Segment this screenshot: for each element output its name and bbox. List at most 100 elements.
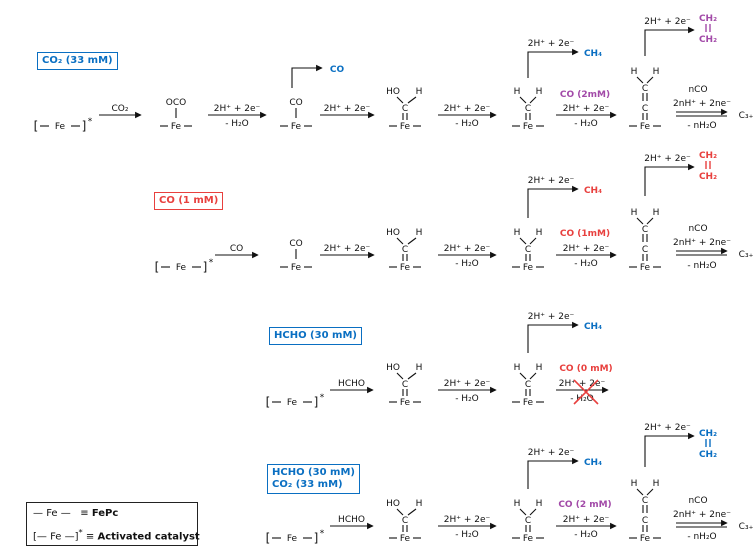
legend-fe-symbol-2: Fe xyxy=(50,531,62,543)
row1-ch2-fe: Fe xyxy=(523,122,534,132)
row2-step3-bottom-label: - H₂O xyxy=(455,259,479,269)
row1-step2-top-label: 2H⁺ + 2e⁻ xyxy=(214,104,261,114)
row4-hoch-bond-h xyxy=(407,508,417,516)
row2-nco: nCO xyxy=(688,224,707,234)
row4-step2-bottom-label: - H₂O xyxy=(455,530,479,540)
row3-ch4-product: CH₄ xyxy=(584,322,602,332)
row4-hoch-bond-ho xyxy=(396,508,404,516)
mixed-box-line2: CO₂ (33 mM) xyxy=(272,479,343,490)
row1-catalyst-star: * xyxy=(88,117,93,127)
row1-hoch-bond-h xyxy=(407,96,417,104)
row1-n-reduction: 2nH⁺ + 2ne⁻ xyxy=(673,99,731,109)
row2-step4-bottom-label: - H₂O xyxy=(574,259,598,269)
row2-vinyl-bond-h1 xyxy=(636,217,644,225)
row4-c2h4-branch xyxy=(644,432,695,467)
row2-fe-co-fe: Fe xyxy=(291,263,302,273)
row2-vinyl-h1: H xyxy=(631,208,638,218)
row2-ch2-h2: H xyxy=(536,228,543,238)
row2-hoch-fe: Fe xyxy=(400,263,411,273)
row1-ch2-bond-h1 xyxy=(519,96,527,104)
row4-catalyst-star: * xyxy=(320,529,325,539)
row4-step3-bottom-label: - H₂O xyxy=(574,530,598,540)
row2-ch4-branch xyxy=(527,185,579,218)
row3-ch4-branch-label: 2H⁺ + 2e⁻ xyxy=(528,312,575,322)
row2-step3-top-label: 2H⁺ + 2e⁻ xyxy=(444,244,491,254)
row4-catalyst-open-bracket: [ xyxy=(266,531,271,545)
row4-step1-top-label: HCHO xyxy=(338,515,365,525)
row1-nco: nCO xyxy=(688,85,707,95)
row3-ch2-bond-h2 xyxy=(529,372,537,380)
row2-n-reduction: 2nH⁺ + 2ne⁻ xyxy=(673,238,731,248)
row4-ch4-product: CH₄ xyxy=(584,458,602,468)
legend-fepc-row: — Fe — ≡ FePc xyxy=(33,508,119,519)
row1-catalyst-fe: Fe xyxy=(55,122,66,132)
row2-ch2-bond-h2 xyxy=(529,237,537,245)
row4-ethylene-ch2-bottom: CH₂ xyxy=(699,450,717,460)
row1-oco: OCO xyxy=(166,98,186,108)
row4-ch2-c: C xyxy=(525,516,531,526)
row2-c2h4-branch-label: 2H⁺ + 2e⁻ xyxy=(644,154,691,164)
row3-hoch-c: C xyxy=(402,380,408,390)
row2-ethylene-ch2-bottom: CH₂ xyxy=(699,172,717,182)
row1-co-condition: CO (2mM) xyxy=(560,90,610,100)
row3-hoch-bond-ho xyxy=(396,372,404,380)
row4-vinyl-h1: H xyxy=(631,479,638,489)
row2-vinyl-c1: C xyxy=(642,225,648,235)
row3-step2-bottom-label: - H₂O xyxy=(455,394,479,404)
row4-vinyl-h2: H xyxy=(653,479,660,489)
legend-activated-row: [— Fe —]* ≡ Activated catalyst xyxy=(33,527,200,543)
row4-vinyl-c2: C xyxy=(642,516,648,526)
row1-hoch-c: C xyxy=(402,104,408,114)
row3-hoch-fe: Fe xyxy=(400,398,411,408)
row1-vinyl-h2: H xyxy=(653,67,660,77)
row1-fe-co-fe: Fe xyxy=(291,122,302,132)
row4-vinyl-bond-h1 xyxy=(636,488,644,496)
row3-step3-top-label: 2H⁺ + 2e⁻ xyxy=(559,379,606,389)
row1-ch2-h2: H xyxy=(536,87,543,97)
row2-c2h4-branch xyxy=(644,163,695,196)
row2-vinyl-fe: Fe xyxy=(640,263,651,273)
row2-ch2-fe: Fe xyxy=(523,263,534,273)
row4-hoch-c: C xyxy=(402,516,408,526)
row1-ch2-c: C xyxy=(525,104,531,114)
row1-step4-bottom-label: - H₂O xyxy=(455,119,479,129)
row4-vinyl-c1: C xyxy=(642,496,648,506)
row3-catalyst-star: * xyxy=(320,393,325,403)
row1-ethylene-ch2-top: CH₂ xyxy=(699,14,717,24)
row1-step5-top-label: 2H⁺ + 2e⁻ xyxy=(563,104,610,114)
row2-ch4-product: CH₄ xyxy=(584,186,602,196)
row2-hoch-bond-ho xyxy=(396,237,404,245)
row1-hoch-ho: HO xyxy=(386,87,400,97)
mixed-box-line1: HCHO (30 mM) xyxy=(272,467,355,478)
row3-step2-top-label: 2H⁺ + 2e⁻ xyxy=(444,379,491,389)
row4-ch4-branch-label: 2H⁺ + 2e⁻ xyxy=(528,448,575,458)
row4-ch2-bond-h2 xyxy=(529,508,537,516)
row3-ch2-h1: H xyxy=(514,363,521,373)
row2-step1-top-label: CO xyxy=(230,244,243,254)
row3-ch2-h2: H xyxy=(536,363,543,373)
row3-ch2-fe: Fe xyxy=(523,398,534,408)
row4-hoch-ho: HO xyxy=(386,499,400,509)
row4-nco: nCO xyxy=(688,496,707,506)
row4-step3-top-label: 2H⁺ + 2e⁻ xyxy=(563,515,610,525)
row4-hoch-h: H xyxy=(416,499,423,509)
row1-step1-top-label: CO₂ xyxy=(112,104,129,114)
hcho-condition-box: HCHO (30 mM) xyxy=(269,327,362,345)
row3-step3-bottom-label: - H₂O xyxy=(570,394,594,404)
row2-vinyl-c2: C xyxy=(642,245,648,255)
co-condition-box: CO (1 mM) xyxy=(154,192,224,210)
row1-vinyl-h1: H xyxy=(631,67,638,77)
row4-ch2-bond-h1 xyxy=(519,508,527,516)
row2-vinyl-h2: H xyxy=(653,208,660,218)
row3-hoch-bond-h xyxy=(407,372,417,380)
row3-ch2-bond-h1 xyxy=(519,372,527,380)
row4-ethylene-ch2-top: CH₂ xyxy=(699,429,717,439)
row2-co-condition: CO (1mM) xyxy=(560,229,610,239)
row4-vinyl-fe: Fe xyxy=(640,534,651,544)
row1-minus-n-water: - nH₂O xyxy=(687,121,716,131)
row1-catalyst-close-bracket: ] xyxy=(82,119,87,133)
row4-co-condition: CO (2 mM) xyxy=(558,500,611,510)
row1-hoch-fe: Fe xyxy=(400,122,411,132)
row2-hoch-bond-h xyxy=(407,237,417,245)
